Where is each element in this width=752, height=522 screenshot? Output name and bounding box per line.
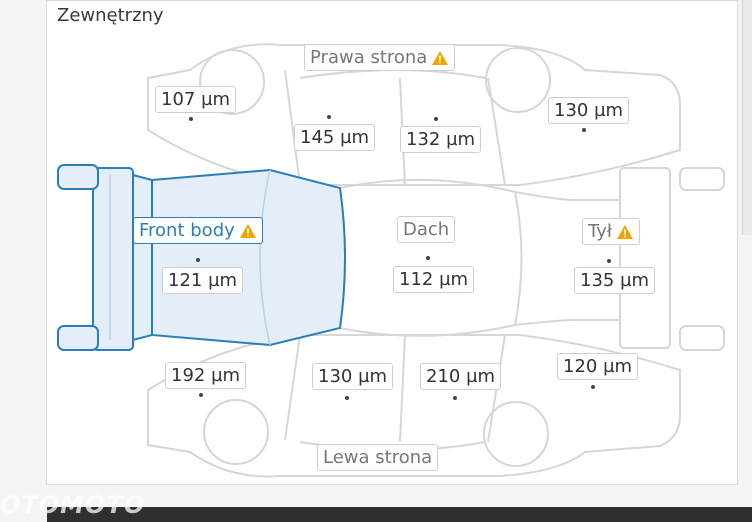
reading-label[interactable]: 145 µm bbox=[294, 124, 376, 151]
reading-label[interactable]: 210 µm bbox=[420, 363, 502, 390]
zone-label-tyl[interactable]: Tył bbox=[582, 218, 640, 245]
left-front-wheel bbox=[203, 399, 269, 465]
section-title: Zewnętrzny bbox=[57, 5, 164, 26]
scrollbar[interactable] bbox=[742, 0, 752, 235]
reading-label[interactable]: 121 µm bbox=[162, 267, 244, 294]
reading-label[interactable]: 130 µm bbox=[312, 363, 394, 390]
front-bumper-corner-top bbox=[57, 164, 99, 190]
warning-icon bbox=[432, 50, 449, 65]
reading-label[interactable]: 130 µm bbox=[548, 97, 630, 124]
warning-icon bbox=[239, 223, 256, 238]
watermark-logo: OTOMOTO bbox=[0, 491, 146, 519]
left-rear-wheel bbox=[483, 401, 549, 467]
reading-label[interactable]: 132 µm bbox=[400, 126, 482, 153]
measurement-point bbox=[345, 396, 349, 400]
reading-label[interactable]: 107 µm bbox=[155, 86, 237, 113]
zone-label-prawa-strona[interactable]: Prawa strona bbox=[304, 44, 456, 71]
warning-icon bbox=[616, 224, 633, 239]
footer-bar bbox=[47, 507, 752, 522]
measurement-point bbox=[453, 396, 457, 400]
right-rear-wheel bbox=[485, 47, 551, 113]
reading-label[interactable]: 112 µm bbox=[393, 266, 475, 293]
rear-outline bbox=[514, 191, 622, 326]
roof-outline bbox=[338, 178, 523, 337]
front-body-shape bbox=[151, 168, 346, 347]
measurement-point bbox=[591, 385, 595, 389]
front-bumper-corner-bottom bbox=[57, 325, 99, 351]
reading-label[interactable]: 135 µm bbox=[574, 267, 656, 294]
measurement-point bbox=[196, 258, 200, 262]
front-bumper bbox=[92, 167, 134, 351]
reading-label[interactable]: 120 µm bbox=[557, 353, 639, 380]
measurement-point bbox=[434, 117, 438, 121]
reading-label[interactable]: 192 µm bbox=[165, 362, 247, 389]
zone-label-front-body[interactable]: Front body bbox=[133, 217, 263, 244]
right-front-wheel bbox=[199, 49, 265, 115]
measurement-point bbox=[189, 117, 193, 121]
measurement-point bbox=[582, 128, 586, 132]
measurement-point bbox=[426, 256, 430, 260]
measurement-point bbox=[199, 393, 203, 397]
zone-label-lewa-strona[interactable]: Lewa strona bbox=[317, 444, 439, 471]
zone-label-dach[interactable]: Dach bbox=[397, 216, 456, 243]
measurement-point bbox=[607, 259, 611, 263]
measurement-point bbox=[327, 115, 331, 119]
